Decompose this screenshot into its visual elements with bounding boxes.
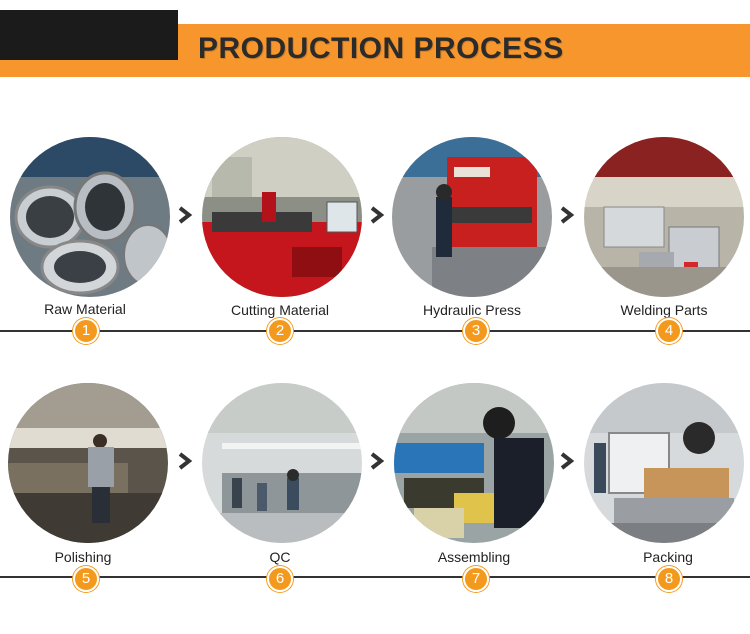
chevron-right-icon bbox=[178, 206, 193, 224]
step-badge-1: 1 bbox=[73, 318, 99, 344]
chevron-right-icon bbox=[560, 206, 575, 224]
step-label-hydraulic-press: Hydraulic Press bbox=[422, 302, 522, 318]
step-badge-3: 3 bbox=[463, 318, 489, 344]
chevron-right-icon bbox=[370, 452, 385, 470]
chevron-right-icon bbox=[560, 452, 575, 470]
step-label-welding-parts: Welding Parts bbox=[620, 302, 708, 318]
step-photo-assembling bbox=[394, 383, 554, 543]
step-photo-cutting-material bbox=[202, 137, 362, 297]
page-title: PRODUCTION PROCESS bbox=[198, 32, 564, 65]
step-label-packing: Packing bbox=[643, 549, 693, 565]
step-photo-packing bbox=[584, 383, 744, 543]
step-label-assembling: Assembling bbox=[437, 549, 511, 565]
step-badge-7: 7 bbox=[463, 566, 489, 592]
step-label-polishing: Polishing bbox=[54, 549, 112, 565]
step-label-qc: QC bbox=[269, 549, 291, 565]
banner-black-block bbox=[0, 10, 178, 60]
step-photo-welding-parts bbox=[584, 137, 744, 297]
step-badge-8: 8 bbox=[656, 566, 682, 592]
step-badge-4: 4 bbox=[656, 318, 682, 344]
step-photo-hydraulic-press bbox=[392, 137, 552, 297]
step-label-raw-material: Raw Material bbox=[44, 301, 126, 317]
step-photo-raw-material bbox=[10, 137, 170, 297]
chevron-right-icon bbox=[178, 452, 193, 470]
chevron-right-icon bbox=[370, 206, 385, 224]
timeline-line-top bbox=[0, 330, 750, 332]
step-badge-2: 2 bbox=[267, 318, 293, 344]
step-badge-5: 5 bbox=[73, 566, 99, 592]
step-photo-qc bbox=[202, 383, 362, 543]
step-badge-6: 6 bbox=[267, 566, 293, 592]
step-label-cutting-material: Cutting Material bbox=[230, 302, 330, 318]
step-photo-polishing bbox=[8, 383, 168, 543]
timeline-line-bottom bbox=[0, 576, 750, 578]
